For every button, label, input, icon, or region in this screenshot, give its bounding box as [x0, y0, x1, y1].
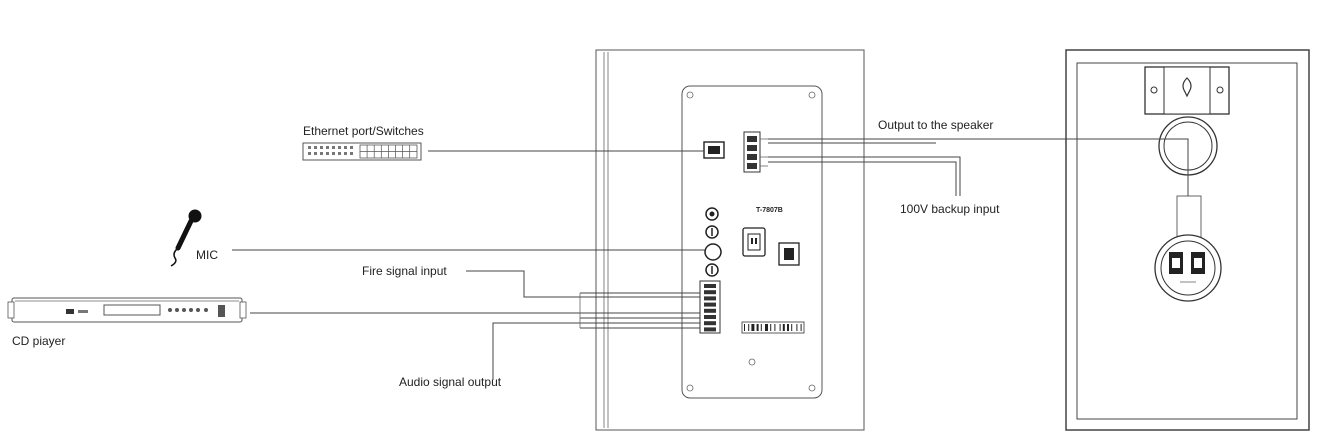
backup-input-label: 100V backup input	[900, 202, 1000, 216]
mic-label: MIC	[196, 248, 218, 262]
cd-player-label: CD piayer	[12, 334, 65, 348]
connection-lines	[232, 138, 1189, 380]
audio-output-label: Audio signal output	[399, 375, 502, 389]
ethernet-label: Ethernet port/Switches	[303, 124, 424, 138]
speaker-back-icon	[1065, 49, 1310, 431]
fire-signal-label: Fire signal input	[362, 264, 447, 278]
backup-input-line-1	[768, 156, 961, 196]
output-speaker-line-to-speaker	[940, 138, 1189, 196]
output-speaker-label: Output to the speaker	[878, 118, 993, 132]
model-label: T-7807B	[756, 207, 783, 214]
amplifier-back-panel-icon: T-7807B	[595, 49, 865, 431]
fire-signal-connection-line	[466, 270, 700, 298]
microphone-icon	[170, 209, 202, 267]
audio-output-connection-line	[492, 322, 700, 380]
cd-player-icon	[7, 297, 247, 323]
backup-input-line-2	[768, 161, 957, 196]
network-switch-icon	[302, 142, 422, 161]
